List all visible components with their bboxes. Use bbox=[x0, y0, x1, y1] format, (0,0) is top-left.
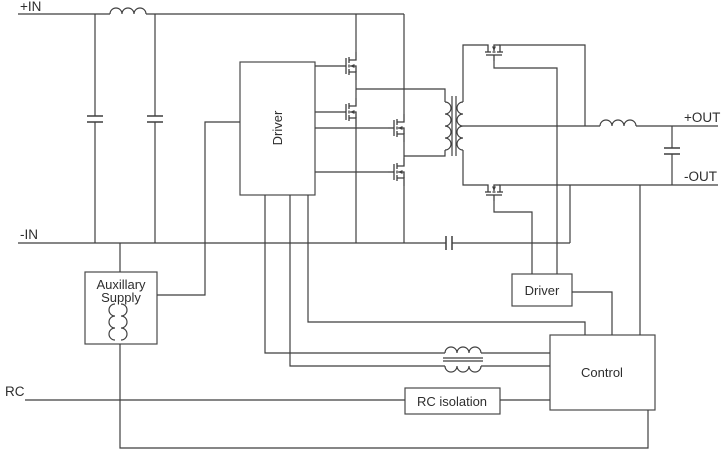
sync-fet-top-icon bbox=[479, 44, 509, 62]
bottom-rail-wire bbox=[18, 185, 571, 244]
control-section bbox=[25, 121, 649, 449]
input-capacitor-1-icon bbox=[87, 115, 103, 123]
aux-transformer-icon bbox=[108, 303, 128, 341]
secondary-section bbox=[462, 44, 718, 274]
primary-driver-label: Driver bbox=[270, 110, 285, 145]
control-label: Control bbox=[581, 365, 623, 380]
bridge-fet-3-icon bbox=[387, 113, 405, 143]
control-block bbox=[549, 334, 656, 411]
port-label-plus-out: +OUT bbox=[684, 110, 720, 125]
input-rails bbox=[18, 7, 571, 250]
secondary-lead-wires bbox=[462, 44, 600, 186]
port-label-rc: RC bbox=[5, 384, 25, 399]
port-label-minus-out: -OUT bbox=[684, 169, 717, 184]
output-inductor-icon bbox=[599, 119, 637, 127]
rc-isolation-block bbox=[404, 387, 501, 415]
primary-bridge bbox=[315, 14, 446, 243]
sync-fet-bottom-icon bbox=[479, 184, 509, 202]
rc-isolation-label: RC isolation bbox=[417, 394, 487, 409]
port-label-plus-in: +IN bbox=[20, 0, 41, 14]
driver-signal-wires bbox=[264, 195, 586, 367]
aux-supply-label-line2: Supply bbox=[101, 290, 141, 305]
secondary-driver-label: Driver bbox=[525, 283, 560, 298]
aux-to-control-wire bbox=[119, 344, 649, 449]
primary-driver-block bbox=[239, 61, 316, 196]
input-inductor-icon bbox=[109, 7, 147, 15]
gate-drive-wires-primary bbox=[315, 65, 388, 173]
sync-fet-gate-wires bbox=[493, 61, 558, 274]
bridge-fet-4-icon bbox=[387, 157, 405, 187]
aux-supply-block bbox=[84, 271, 158, 345]
output-rails bbox=[508, 125, 718, 186]
bridge-fet-2-icon bbox=[339, 97, 357, 127]
dc-blocking-capacitor-icon bbox=[445, 236, 453, 250]
output-capacitor-icon bbox=[664, 147, 680, 155]
aux-supply-label-line1: Auxillary bbox=[96, 277, 146, 292]
bridge-midpoint-wires bbox=[356, 88, 446, 157]
bridge-fet-1-icon bbox=[339, 51, 357, 81]
secondary-driver-block bbox=[511, 273, 573, 307]
input-capacitor-legs bbox=[94, 14, 156, 243]
main-transformer-icon bbox=[444, 96, 464, 156]
port-label-minus-in: -IN bbox=[20, 227, 38, 242]
secondary-top-branch bbox=[508, 44, 586, 126]
driver-to-control-wire bbox=[572, 291, 613, 335]
aux-feed-wires bbox=[119, 121, 240, 296]
gate-drive-transformer-icon bbox=[443, 346, 550, 373]
input-capacitor-2-icon bbox=[147, 115, 163, 123]
